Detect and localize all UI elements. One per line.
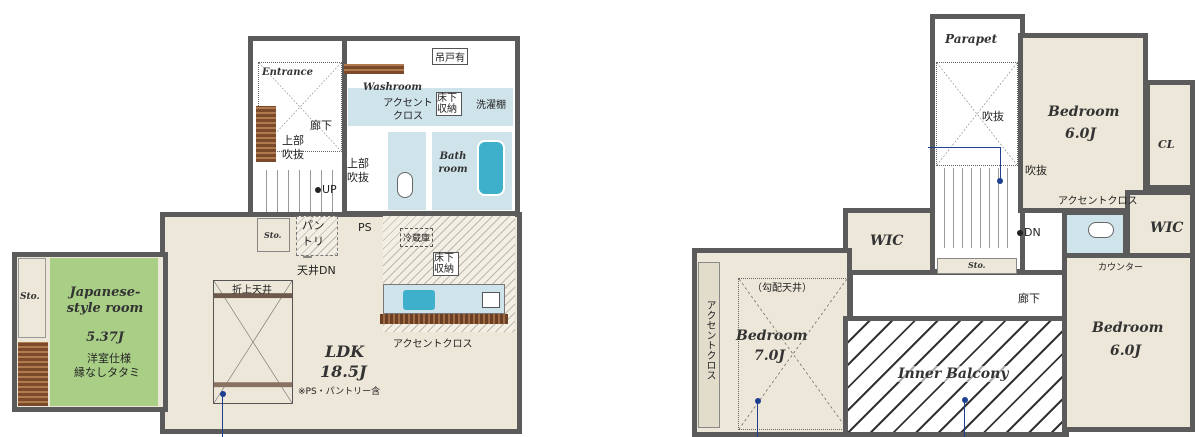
hallway-label-1: 廊下 [310, 119, 332, 132]
ceiling-dn-label: 天井DN [297, 264, 336, 277]
wic-left [843, 208, 935, 278]
void-label-2: 吹抜 [1025, 164, 1047, 177]
inner-balcony-label: Inner Balcony [898, 366, 1009, 382]
bedroom-top-label: Bedroom [1048, 104, 1120, 120]
washroom-underfloor-storage: 床下収納 [436, 92, 462, 116]
marker-line-floor-1 [222, 394, 223, 437]
japanese-room-size: 5.37J [86, 330, 124, 345]
kitchen-accent-wall [380, 314, 508, 324]
kitchen-sink-icon [403, 290, 435, 310]
ldk-note: ※PS・パントリー含 [298, 387, 381, 397]
washroom-shelf [344, 64, 404, 74]
wic-right [1125, 190, 1195, 258]
accent-cross-top: アクセントクロス [1058, 196, 1138, 207]
bedroom-left-size: 7.0J [754, 348, 785, 364]
fridge-label: 冷蔵庫 [400, 228, 434, 247]
japanese-room-wood-floor [18, 342, 48, 406]
stairs-dn-label: DN [1024, 226, 1041, 239]
void-upper-label-2: 上部吹抜 [347, 157, 369, 184]
washroom [348, 88, 513, 126]
japanese-room [50, 258, 158, 406]
marker-bedroom-left [755, 398, 761, 404]
hallway-label-floor-2: 廊下 [1018, 292, 1040, 305]
toilet-icon [397, 172, 413, 198]
bedroom-left-label: Bedroom [736, 328, 808, 344]
bathroom-label: Bath room [438, 151, 468, 175]
stair-dn-marker [1017, 230, 1023, 236]
bedroom-right [1062, 252, 1195, 432]
japanese-room-note-1: 洋室仕様 [87, 352, 131, 365]
toilet-room [388, 132, 426, 210]
wic-left-label: WIC [870, 233, 904, 249]
bathtub-icon [477, 140, 505, 196]
counter-label: カウンター [1098, 263, 1144, 273]
japanese-room-note-2: 縁なしタタミ [74, 366, 140, 379]
wic-right-label: WIC [1150, 220, 1184, 236]
japanese-storage [18, 258, 46, 338]
hanging-cabinet-label: 吊戸有 [432, 48, 468, 65]
stairs-floor-1 [256, 170, 338, 212]
void-floor-2 [936, 62, 1018, 166]
bedroom-top-size: 6.0J [1065, 126, 1096, 142]
storage-floor-2 [937, 258, 1017, 274]
storage-floor-1 [257, 218, 290, 252]
kitchen-underfloor-storage: 床下収納 [433, 252, 459, 276]
marker-line-balcony [964, 400, 965, 437]
pantry-label: パントリー [302, 219, 325, 264]
bedroom-top [1018, 33, 1148, 213]
japanese-room-label: Japanese-style room [66, 285, 144, 316]
marker-line-void-v [1000, 147, 1001, 180]
void-upper-label-1: 上部吹抜 [282, 134, 304, 161]
japanese-storage-label: Sto. [20, 292, 40, 302]
bedroom-right-label: Bedroom [1092, 320, 1164, 336]
marker-line-bedroom-left [757, 401, 758, 437]
washroom-label: Washroom [363, 82, 422, 93]
closet-label: CL [1158, 138, 1175, 151]
folded-ceiling [213, 280, 293, 404]
pantry [296, 216, 338, 256]
kitchen-accent-cross: アクセントクロス [393, 339, 473, 350]
bedroom-right-size: 6.0J [1110, 343, 1141, 359]
washroom-accent-cross: アクセント クロス [383, 98, 433, 122]
marker-void [997, 178, 1003, 184]
stairs-up-label: UP [322, 183, 337, 196]
stove-icon [482, 292, 500, 308]
ldk-label: LDK [325, 342, 365, 361]
marker-floor-1 [220, 391, 226, 397]
accent-wall-left [698, 262, 720, 428]
parapet-label: Parapet [945, 32, 998, 46]
marker-line-void [928, 147, 1001, 148]
entrance-label: Entrance [262, 67, 313, 78]
entrance-shoe-cabinet [256, 106, 276, 162]
ps-label: PS [358, 221, 372, 234]
folded-ceiling-label: 折上天井 [232, 285, 272, 296]
void-label-1: 吹抜 [982, 110, 1004, 123]
stairs-floor-2 [936, 168, 1016, 248]
sloped-ceiling-label: （勾配天井） [752, 283, 812, 294]
storage-label-floor-2: Sto. [968, 260, 986, 270]
storage-label-floor-1: Sto. [264, 230, 282, 240]
marker-balcony [962, 397, 968, 403]
accent-cross-left: アクセントクロス [704, 300, 715, 380]
toilet-icon-floor-2 [1088, 222, 1114, 238]
laundry-shelf-label: 洗濯棚 [476, 100, 506, 111]
ldk-size: 18.5J [320, 362, 367, 381]
stair-up-marker [315, 187, 321, 193]
closet [1145, 80, 1195, 190]
